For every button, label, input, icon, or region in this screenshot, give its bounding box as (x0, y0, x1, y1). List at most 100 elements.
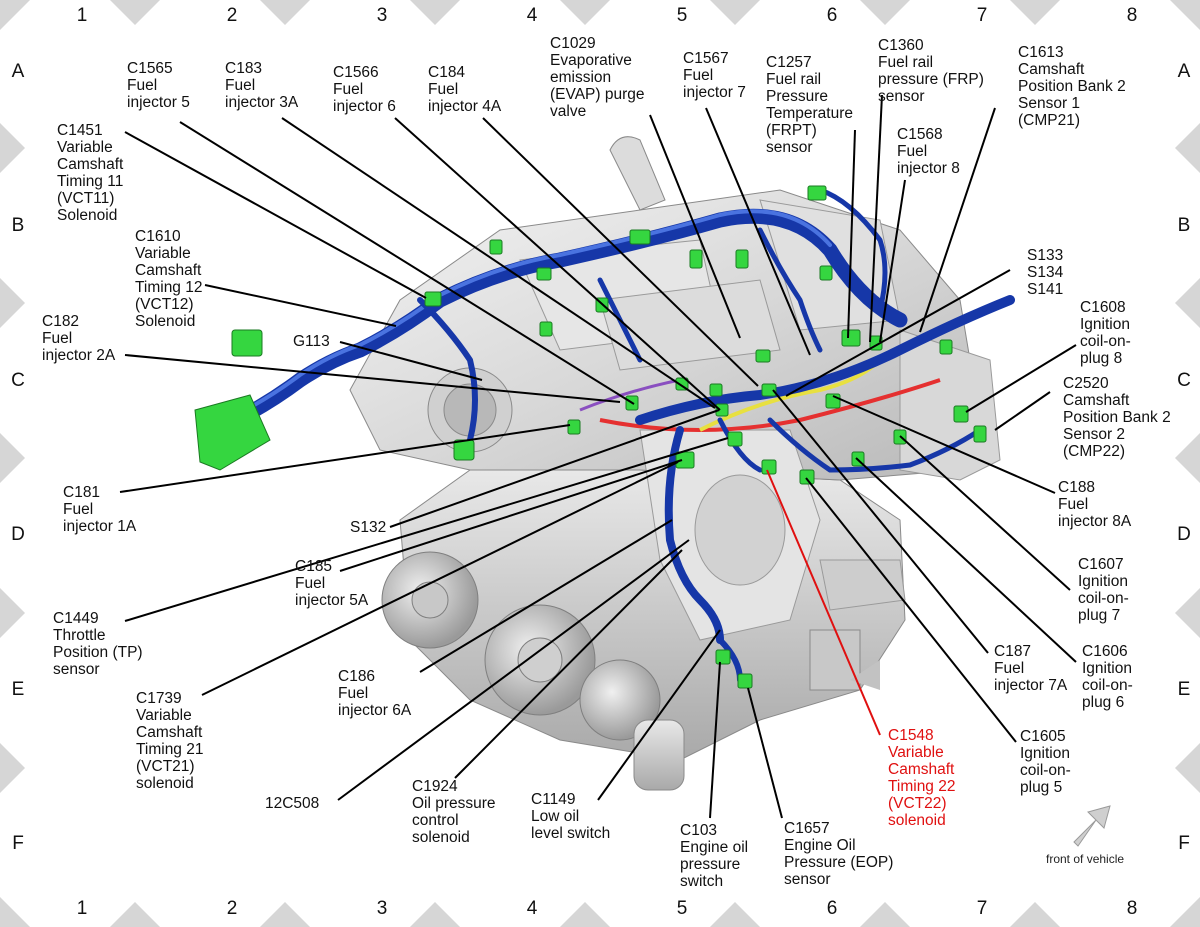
connector (489, 239, 503, 255)
connector (424, 291, 442, 307)
label-c1607: C1607 Ignition coil-on- plug 7 (1078, 556, 1129, 624)
front-of-vehicle-label: front of vehicle (1046, 852, 1125, 866)
engine-illustration (349, 136, 1001, 791)
connector (675, 451, 695, 469)
label-s132: S132 (350, 519, 387, 536)
label-c103: C103 Engine oil pressure switch (680, 822, 749, 890)
grid-col-3-top: 3 (376, 5, 388, 26)
frame-top (0, 0, 1200, 30)
grid-col-2-top: 2 (226, 5, 238, 26)
grid-col-1-bottom: 1 (76, 898, 88, 919)
connector (807, 185, 827, 201)
connector (973, 425, 987, 443)
grid-row-a-right: A (1177, 61, 1191, 82)
label-c1567: C1567 Fuel injector 7 (683, 50, 746, 101)
grid-col-4-bottom: 4 (526, 898, 538, 919)
connector (629, 229, 651, 245)
label-c187: C187 Fuel injector 7A (994, 643, 1068, 694)
connector (715, 403, 729, 417)
connector (841, 329, 861, 347)
grid-row-c-right: C (1177, 370, 1191, 391)
grid-row-d-left: D (11, 524, 25, 545)
label-c188: C188 Fuel injector 8A (1058, 479, 1132, 530)
grid-col-6-top: 6 (826, 5, 838, 26)
connector (689, 249, 703, 269)
label-c1548: C1548 Variable Camshaft Timing 22 (VCT22… (888, 727, 956, 829)
label-c182: C182 Fuel injector 2A (42, 313, 116, 364)
grid-col-7-top: 7 (976, 5, 988, 26)
leader-lines (119, 94, 1077, 819)
label-c186: C186 Fuel injector 6A (338, 668, 412, 719)
label-c2520: C2520 Camshaft Position Bank 2 Sensor 2 … (1063, 375, 1171, 460)
wiring-harness (207, 187, 1015, 683)
label-s133-s134-s141: S133 S134 S141 (1027, 247, 1064, 298)
front-arrow-icon (1073, 805, 1111, 847)
grid-row-a-left: A (11, 61, 25, 82)
label-c1566: C1566 Fuel injector 6 (333, 64, 396, 115)
connector (231, 329, 263, 357)
grid-col-1-top: 1 (76, 5, 88, 26)
label-g113: G113 (293, 333, 330, 350)
grid-row-e-left: E (11, 679, 25, 700)
label-c1657: C1657 Engine Oil Pressure (EOP) sensor (784, 820, 894, 888)
label-c1608: C1608 Ignition coil-on- plug 8 (1080, 299, 1131, 367)
label-c1613: C1613 Camshaft Position Bank 2 Sensor 1 … (1018, 44, 1126, 129)
connector (761, 383, 777, 397)
connector (819, 265, 833, 281)
connector (536, 267, 552, 281)
connector (727, 431, 743, 447)
connector (737, 673, 753, 689)
label-c1449: C1449 Throttle Position (TP) sensor (53, 610, 143, 678)
connector (709, 383, 723, 397)
connector (539, 321, 553, 337)
label-c1257: C1257 Fuel rail Pressure Temperature (FR… (766, 54, 854, 156)
connector (799, 469, 815, 485)
connector (755, 349, 771, 363)
connector (939, 339, 953, 355)
grid-col-8-bottom: 8 (1126, 898, 1138, 919)
grid-col-6-bottom: 6 (826, 898, 838, 919)
label-c1451: C1451 Variable Camshaft Timing 11 (VCT11… (57, 122, 124, 224)
label-c183: C183 Fuel injector 3A (225, 60, 299, 111)
grid-row-d-right: D (1177, 524, 1191, 545)
connector (735, 249, 749, 269)
label-c181: C181 Fuel injector 1A (63, 484, 137, 535)
label-c184: C184 Fuel injector 4A (428, 64, 502, 115)
main-harness-connector (194, 394, 271, 471)
label-c1739: C1739 Variable Camshaft Timing 21 (VCT21… (136, 690, 204, 792)
grid-col-2-bottom: 2 (226, 898, 238, 919)
grid-row-b-right: B (1177, 215, 1191, 236)
label-c1149: C1149 Low oil level switch (531, 791, 611, 842)
connector (453, 439, 475, 461)
label-c1568: C1568 Fuel injector 8 (897, 126, 960, 177)
frame-sides (0, 123, 1200, 793)
grid-col-3-bottom: 3 (376, 898, 388, 919)
label-c1605: C1605 Ignition coil-on- plug 5 (1020, 728, 1071, 796)
grid-col-7-bottom: 7 (976, 898, 988, 919)
auxiliary-wires (579, 358, 941, 432)
grid-col-4-top: 4 (526, 5, 538, 26)
label-12c508: 12C508 (265, 795, 320, 812)
label-c1924: C1924 Oil pressure control solenoid (412, 778, 496, 846)
grid-row-e-right: E (1177, 679, 1191, 700)
connectors (194, 185, 987, 689)
grid-col-8-top: 8 (1126, 5, 1138, 26)
connector (761, 459, 777, 475)
grid-row-b-left: B (11, 215, 25, 236)
grid-row-c-left: C (11, 370, 25, 391)
grid-row-f-left: F (12, 833, 24, 854)
label-c1565: C1565 Fuel injector 5 (127, 60, 190, 111)
label-c1606: C1606 Ignition coil-on- plug 6 (1082, 643, 1133, 711)
connector (567, 419, 581, 435)
label-c1610: C1610 Variable Camshaft Timing 12 (VCT12… (135, 228, 203, 330)
connector (715, 649, 731, 665)
label-c1360: C1360 Fuel rail pressure (FRP) sensor (878, 37, 984, 105)
connector (953, 405, 969, 423)
grid-col-5-top: 5 (676, 5, 688, 26)
grid-row-f-right: F (1178, 833, 1190, 854)
grid-col-5-bottom: 5 (676, 898, 688, 919)
label-c1029: C1029 Evaporative emission (EVAP) purge … (550, 35, 645, 120)
label-c185: C185 Fuel injector 5A (295, 558, 369, 609)
frame-bottom (0, 897, 1200, 927)
